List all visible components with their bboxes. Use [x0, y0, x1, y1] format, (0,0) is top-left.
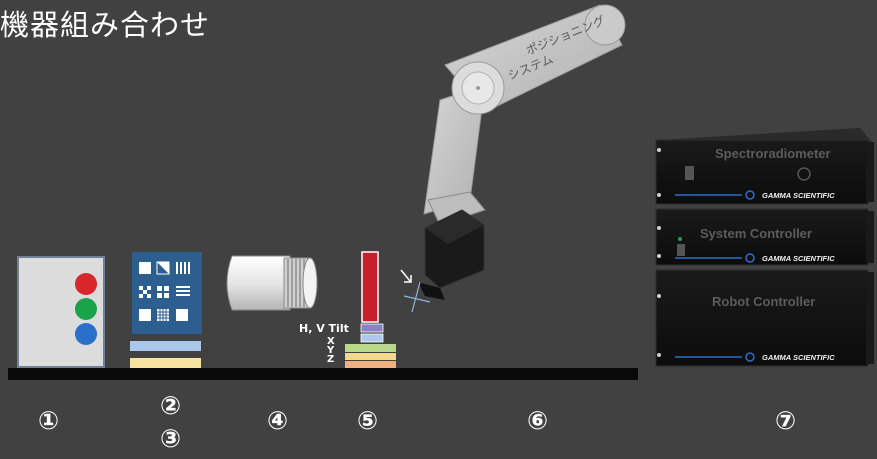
robot-controller-label: Robot Controller: [712, 294, 815, 309]
blue-led-icon: [75, 323, 97, 345]
number-2: ②: [160, 391, 182, 420]
red-led-icon: [75, 273, 97, 295]
robot-controller-unit: [655, 269, 874, 367]
number-6: ⑥: [527, 406, 549, 435]
robot-controller-brand: GAMMA SCIENTIFIC: [762, 353, 835, 362]
spectroradiometer-unit: [655, 128, 874, 205]
blue-filter: [130, 341, 201, 351]
axis-y-label: Y: [327, 345, 335, 356]
system-controller-unit: [655, 208, 874, 266]
number-5: ⑤: [357, 406, 379, 435]
light-source-unit: [17, 256, 105, 368]
system-controller-label: System Controller: [700, 226, 812, 241]
spectroradiometer-brand: GAMMA SCIENTIFIC: [762, 191, 835, 200]
green-led-icon: [75, 298, 97, 320]
system-controller-brand: GAMMA SCIENTIFIC: [762, 254, 835, 263]
number-4: ④: [267, 406, 289, 435]
table-surface: [8, 368, 638, 380]
test-chart-panel: [132, 252, 202, 334]
spectroradiometer-label: Spectroradiometer: [715, 146, 831, 161]
positioning-stage: [345, 251, 396, 368]
number-3: ③: [160, 424, 182, 453]
axis-x-label: X: [327, 336, 335, 347]
tilt-label: H, V Tilt: [299, 322, 349, 335]
robot-arm: [400, 4, 626, 313]
yellow-filter: [130, 358, 201, 368]
axis-z-label: Z: [327, 354, 335, 365]
page-title: 機器組み合わせ: [0, 8, 211, 42]
number-7: ⑦: [775, 406, 797, 435]
number-1: ①: [38, 406, 60, 435]
lens-icon: [226, 255, 318, 311]
